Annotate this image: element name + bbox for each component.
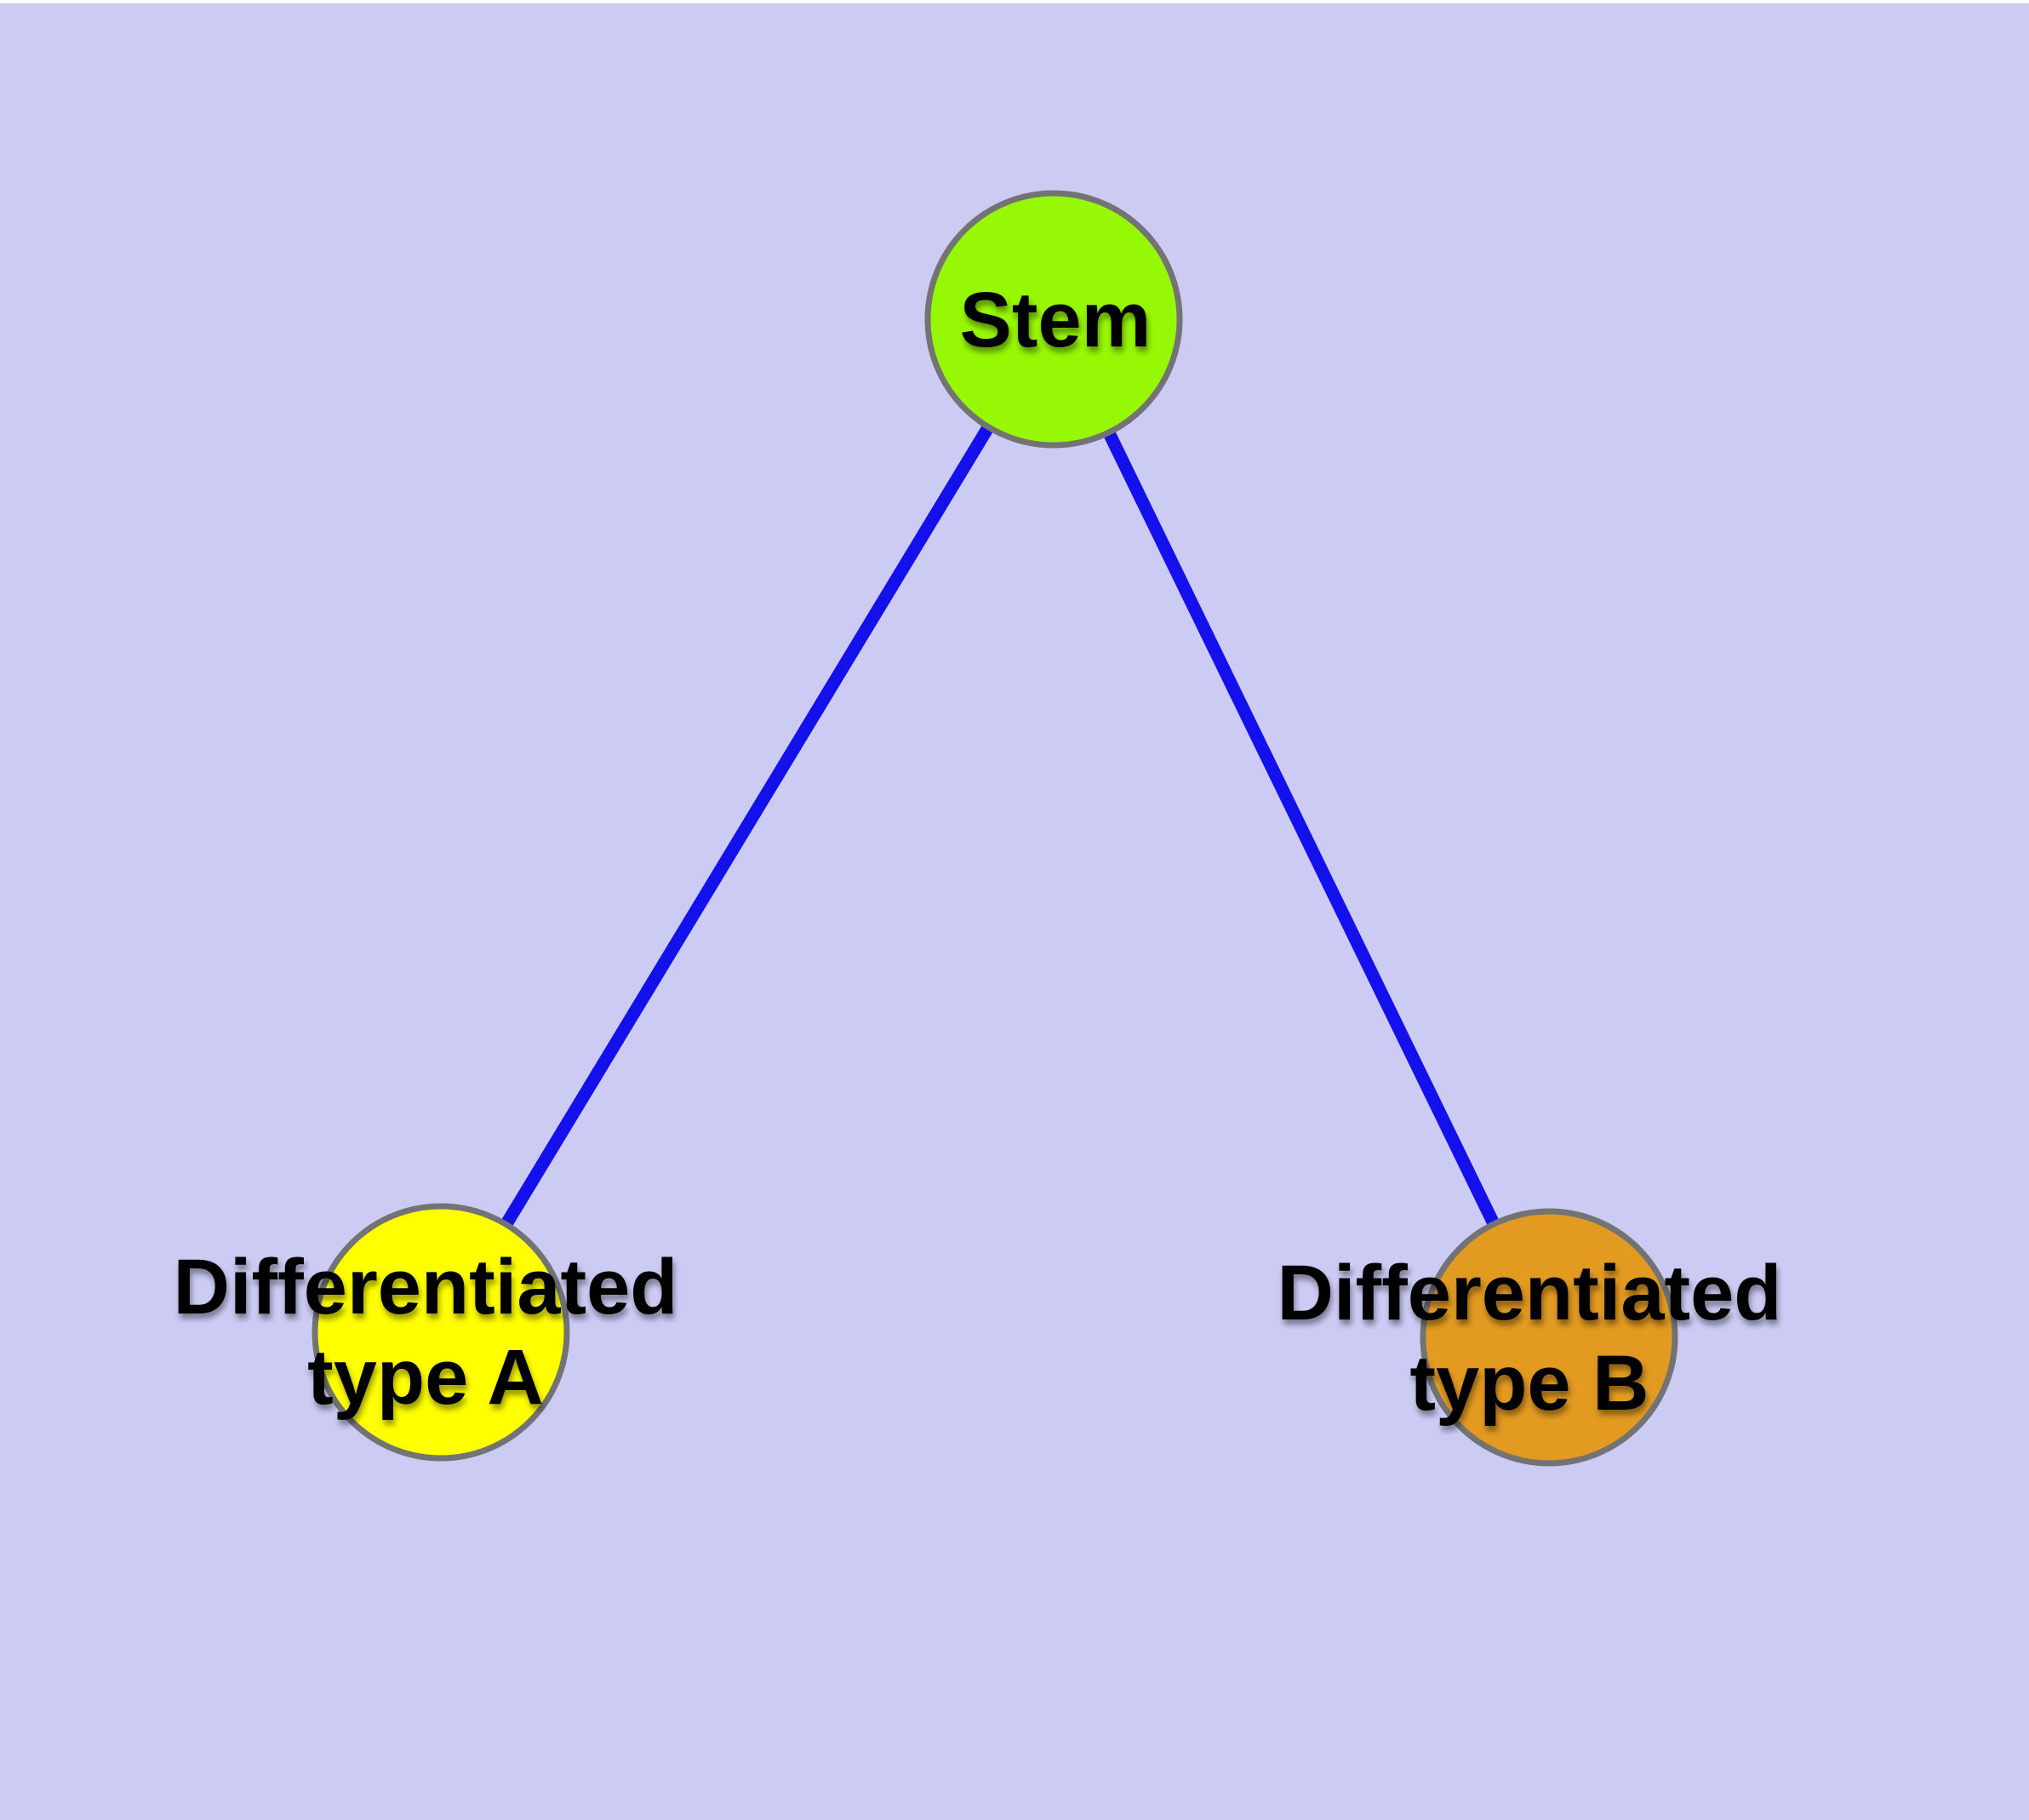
node-type-b-label: Differentiated type B — [1277, 1248, 1782, 1428]
node-stem-circle — [924, 190, 1183, 449]
node-type-b-label-line2: type B — [1409, 1340, 1649, 1427]
node-type-b-circle — [1420, 1208, 1678, 1467]
node-stem-label: Stem — [960, 275, 1152, 365]
edge-stem-to-type-b — [1048, 316, 1555, 1341]
node-stem-label-text: Stem — [959, 277, 1152, 363]
node-type-b-label-line1: Differentiated — [1277, 1250, 1782, 1336]
node-type-a-circle — [311, 1203, 570, 1462]
node-type-a-label-line1: Differentiated — [173, 1244, 678, 1331]
edge-stem-to-type-a — [435, 316, 1060, 1336]
node-type-a-label-line2: type A — [307, 1334, 544, 1421]
node-type-a-label: Differentiated type A — [174, 1242, 678, 1422]
top-strip — [0, 0, 2029, 3]
